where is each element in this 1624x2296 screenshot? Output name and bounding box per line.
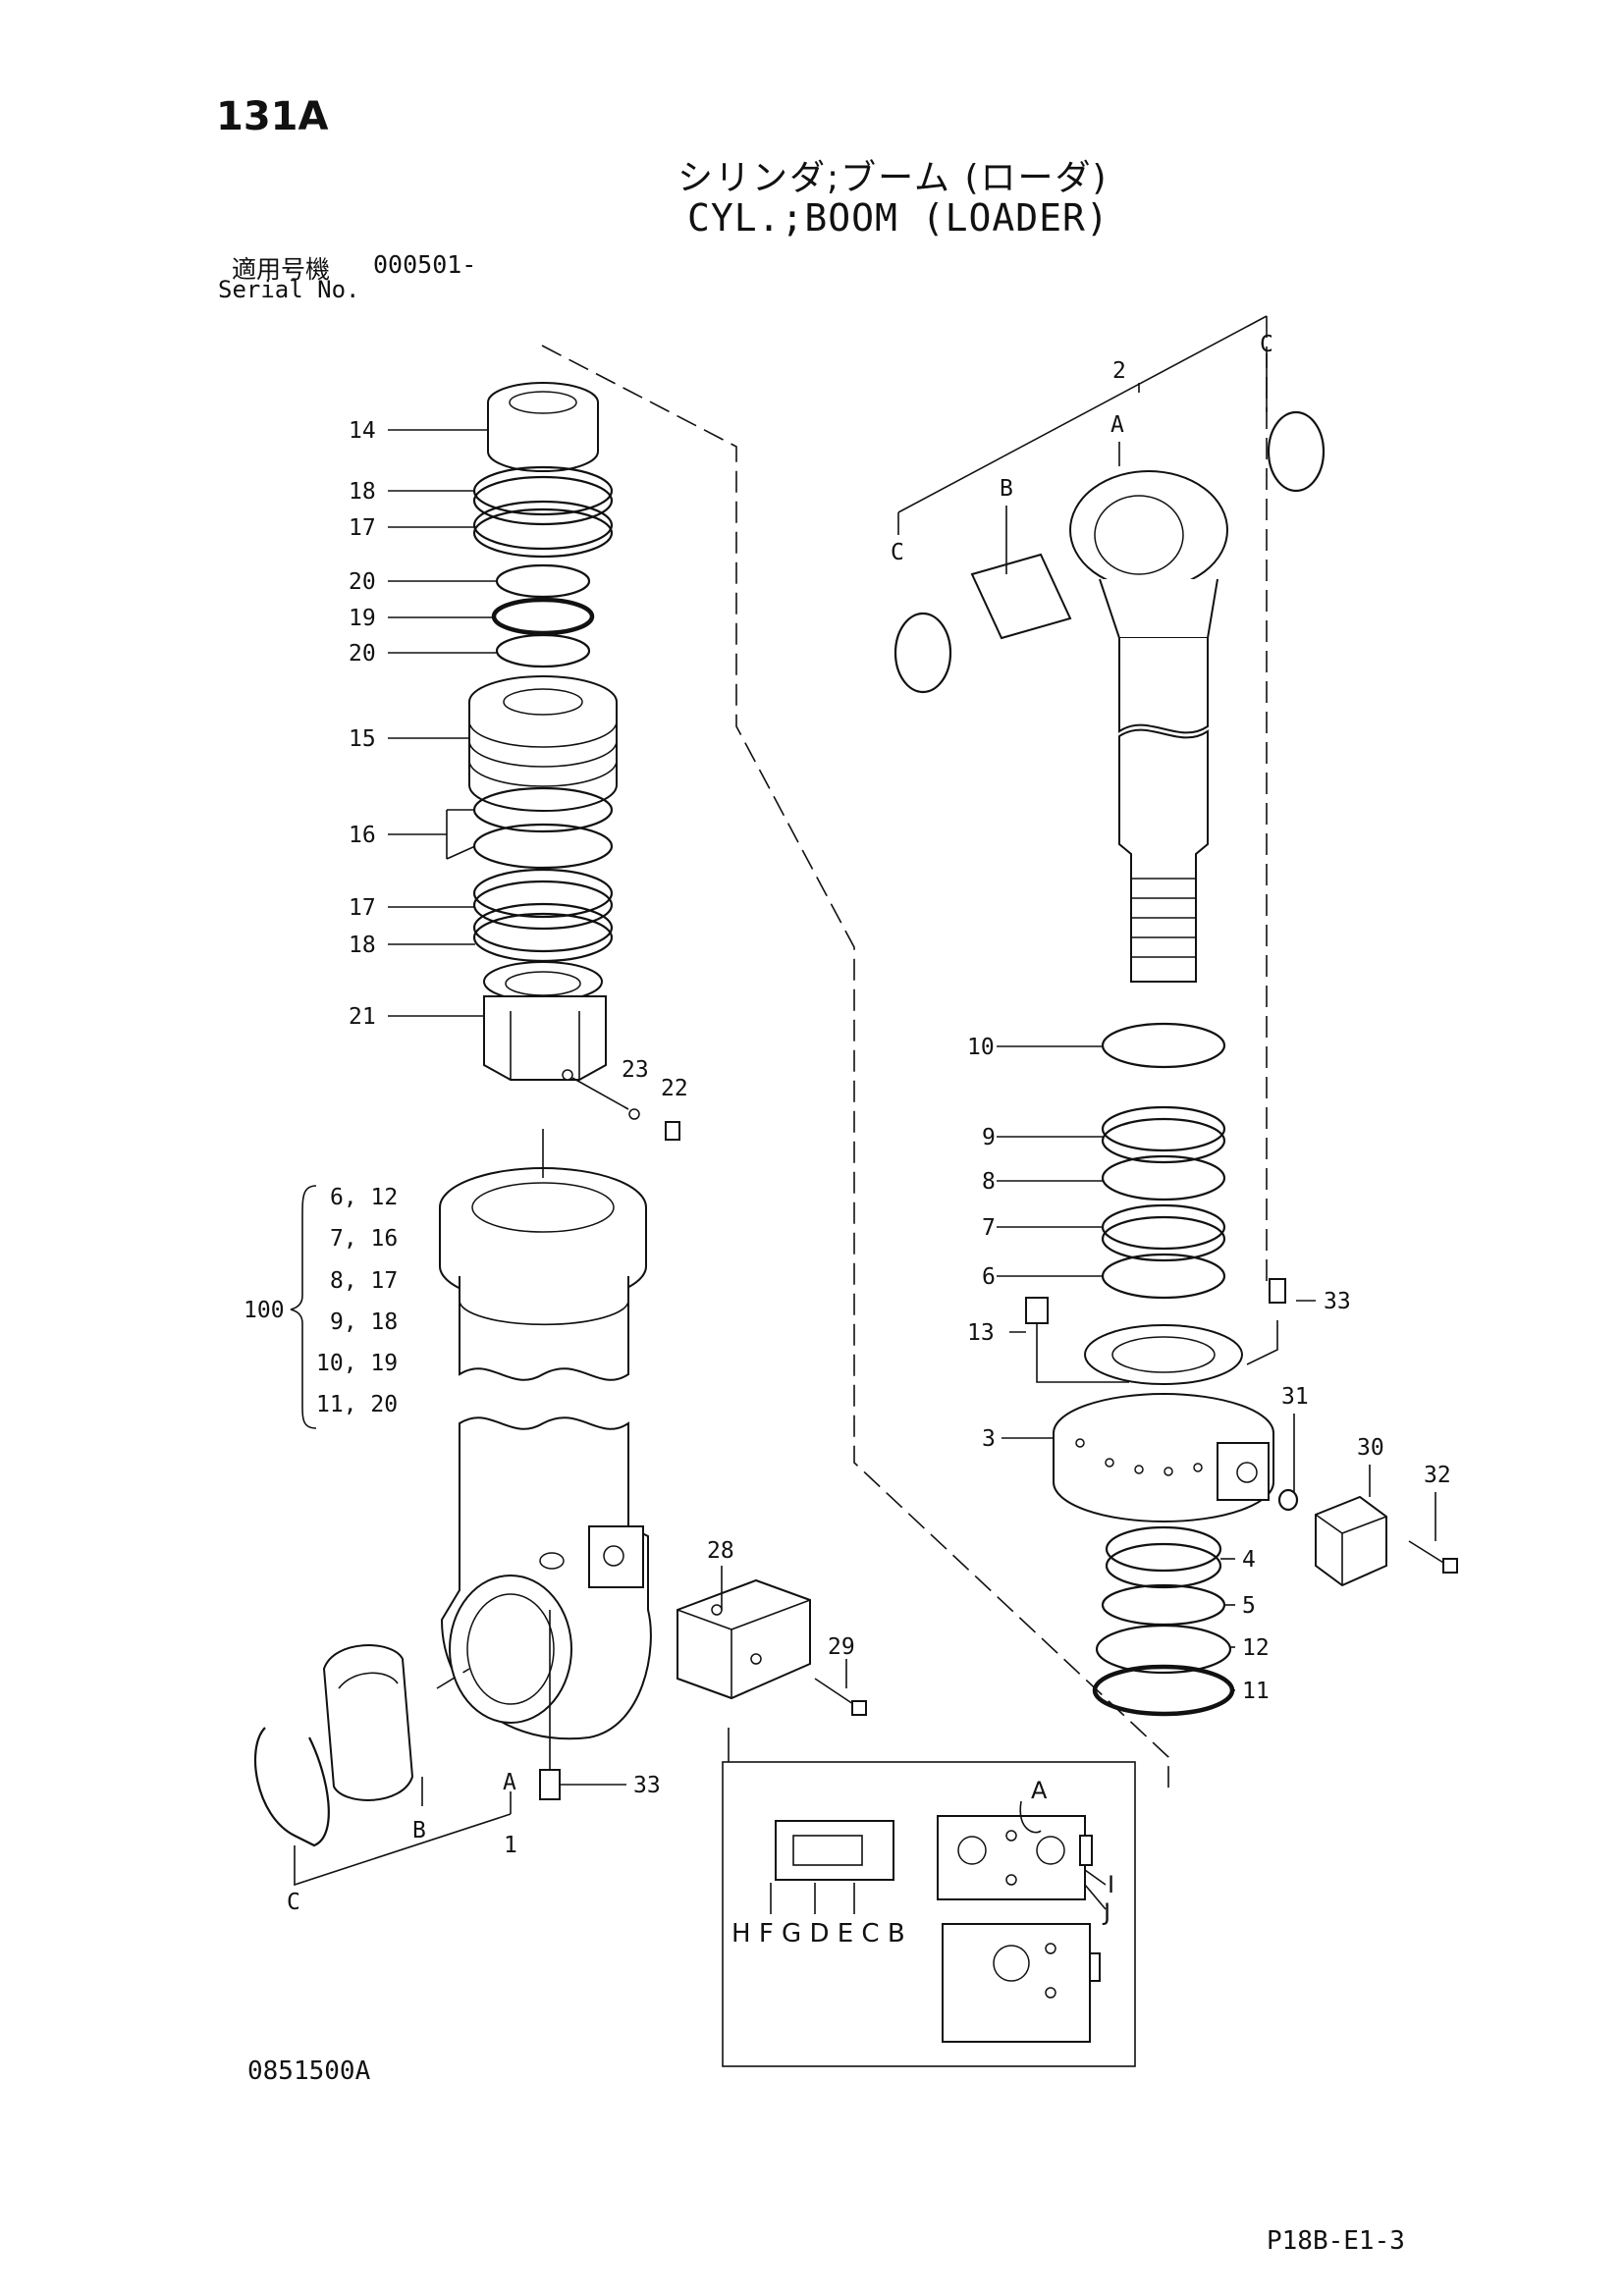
part-b-bushing-right — [970, 553, 1072, 640]
callout-3: 3 — [982, 1426, 996, 1452]
page-number: 131A — [216, 94, 329, 139]
detail-letter-j: J — [1102, 1898, 1110, 1926]
callout-14: 14 — [349, 418, 376, 444]
title-english: CYL.;BOOM (LOADER) — [687, 196, 1110, 240]
part-c-rings-right — [893, 410, 1326, 694]
assembly-dash-line — [541, 345, 1169, 1789]
part-22-23-screw — [628, 1108, 680, 1141]
callout-33-right: 33 — [1324, 1289, 1351, 1314]
part-15-piston — [468, 675, 618, 812]
callout-b-left: B — [412, 1818, 426, 1843]
callout-21: 21 — [349, 1004, 376, 1030]
cylinder-bottom-eye — [440, 1416, 652, 1740]
part-29-bolt — [814, 1678, 867, 1716]
callout-18b: 18 — [349, 933, 376, 958]
kit-100-brace — [290, 1185, 317, 1429]
part-14-rod-end — [487, 382, 599, 472]
callout-17a: 17 — [349, 515, 376, 541]
callout-16: 16 — [349, 823, 376, 848]
serial-value: 000501- — [373, 250, 477, 279]
callout-12: 12 — [1242, 1635, 1270, 1661]
detail-inset-view — [722, 1728, 1136, 2067]
callout-33-left: 33 — [633, 1773, 661, 1798]
part-21-nut — [483, 961, 607, 1081]
callout-20b: 20 — [349, 641, 376, 667]
part-31-oring — [1277, 1488, 1299, 1512]
part-32-bolt — [1408, 1540, 1458, 1574]
part-18-17-rings-upper — [472, 465, 614, 559]
detail-letters-bottom: H F G D E C B — [731, 1919, 905, 1949]
kit-pair-4: 9, 18 — [330, 1309, 398, 1335]
callout-8: 8 — [982, 1169, 996, 1195]
piston-rod — [1118, 638, 1209, 983]
kit-pair-1: 6, 12 — [330, 1185, 398, 1210]
callout-c-left: C — [287, 1890, 300, 1915]
callout-9: 9 — [982, 1125, 996, 1150]
part-17-18-rings-lower — [472, 868, 614, 963]
figure-code: 0851500A — [247, 2056, 371, 2086]
sheet-code: P18B-E1-3 — [1267, 2226, 1405, 2256]
title-japanese: シリンダ;ブーム (ローダ) — [677, 158, 1109, 198]
serial-label-english: Serial No. — [218, 276, 360, 303]
callout-19: 19 — [349, 606, 376, 631]
callout-32: 32 — [1424, 1463, 1451, 1488]
callout-18a: 18 — [349, 479, 376, 505]
part-c-snap-ring — [253, 1727, 330, 1847]
callout-10: 10 — [967, 1035, 995, 1060]
callout-28: 28 — [707, 1538, 734, 1564]
part-2-rod-eye — [1069, 470, 1228, 639]
callout-5: 5 — [1242, 1593, 1256, 1619]
callout-1: 1 — [504, 1833, 517, 1858]
callout-23: 23 — [622, 1057, 649, 1083]
left-leader-lines — [294, 429, 847, 1887]
head-side-rings — [1092, 1525, 1235, 1717]
callout-6: 6 — [982, 1264, 996, 1290]
part-28-valve-block — [677, 1578, 811, 1700]
callout-30: 30 — [1357, 1435, 1384, 1461]
callout-c-right-left: C — [891, 540, 904, 565]
callout-20a: 20 — [349, 569, 376, 595]
callout-31: 31 — [1281, 1384, 1309, 1410]
part-3-cylinder-head — [1053, 1324, 1274, 1522]
part-33-fitting-left — [539, 1769, 561, 1800]
kit-pair-6: 11, 20 — [316, 1392, 398, 1417]
kit-label-100: 100 — [244, 1298, 285, 1323]
callout-15: 15 — [349, 726, 376, 752]
cylinder-tube — [439, 1167, 647, 1381]
callout-11: 11 — [1242, 1679, 1270, 1704]
detail-letter-i: I — [1108, 1871, 1114, 1898]
callout-c-right-top: C — [1260, 332, 1273, 357]
callout-13: 13 — [967, 1320, 995, 1346]
callout-17b: 17 — [349, 895, 376, 921]
part-20-19-20-seals — [491, 563, 595, 668]
callout-29: 29 — [828, 1634, 855, 1660]
right-leader-lines — [897, 315, 1436, 1691]
part-33-fitting-right — [1269, 1278, 1286, 1304]
part-b-bushing — [322, 1644, 414, 1801]
callout-7: 7 — [982, 1215, 996, 1241]
callout-b-right: B — [1000, 476, 1013, 502]
callout-2: 2 — [1112, 358, 1126, 384]
callout-4: 4 — [1242, 1547, 1256, 1573]
kit-pair-2: 7, 16 — [330, 1226, 398, 1252]
serial-label-japanese: 適用号機 — [232, 255, 331, 284]
callout-a-left: A — [503, 1770, 516, 1795]
part-13-bolt — [1025, 1297, 1049, 1364]
callout-a-right: A — [1110, 412, 1124, 438]
detail-letter-a: A — [1031, 1777, 1048, 1804]
callout-22: 22 — [661, 1076, 688, 1101]
kit-pair-5: 10, 19 — [316, 1351, 398, 1376]
rod-side-seals — [1101, 1022, 1226, 1300]
part-30-flange — [1315, 1495, 1387, 1587]
kit-pair-3: 8, 17 — [330, 1268, 398, 1294]
